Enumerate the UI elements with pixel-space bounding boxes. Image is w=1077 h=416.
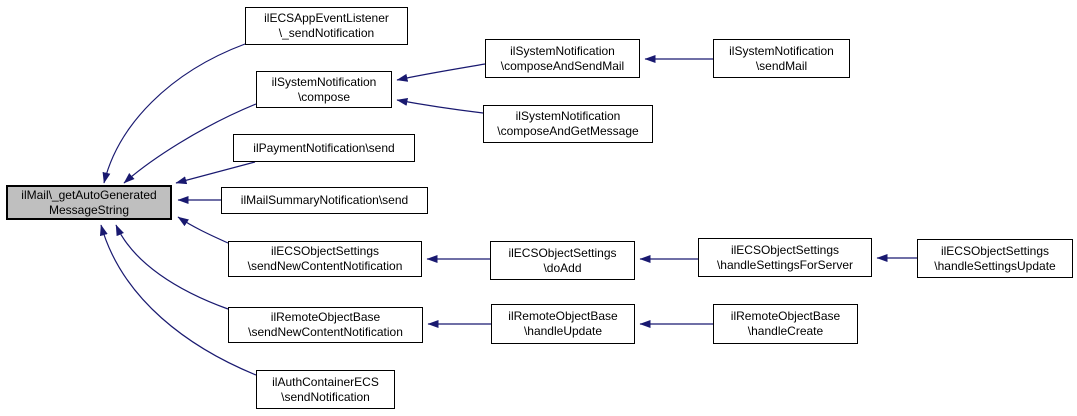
node-label: ilSystemNotification \sendMail [729, 43, 834, 73]
edge-authsendnotification-to-main [99, 224, 257, 376]
edge-remotesendnewcontent-to-main [115, 224, 229, 310]
node-label: ilECSObjectSettings \handleSettingsUpdat… [934, 243, 1056, 273]
node-ilecsobjectsettings-handlesettingsupdate[interactable]: ilECSObjectSettings \handleSettingsUpdat… [917, 239, 1073, 278]
node-ilsystemnotification-sendmail[interactable]: ilSystemNotification \sendMail [713, 39, 850, 78]
node-label: ilECSAppEventListener \_sendNotification [264, 11, 389, 40]
edge-ecsappeventlistener-to-main [102, 43, 246, 184]
node-label: ilAuthContainerECS \sendNotification [272, 374, 379, 404]
edge-compose-to-main [123, 103, 257, 184]
node-label: ilRemoteObjectBase \handleUpdate [508, 309, 618, 338]
node-label: ilECSObjectSettings \handleSettingsForSe… [716, 242, 854, 272]
edge-ecssendnewcontent-to-main [177, 216, 229, 244]
node-ilecsobjectsettings-sendnewcontentnotification[interactable]: ilECSObjectSettings \sendNewContentNotif… [228, 241, 422, 277]
node-ilsystemnotification-composeandgetmessage[interactable]: ilSystemNotification \composeAndGetMessa… [483, 105, 653, 143]
node-label: ilPaymentNotification\send [253, 140, 395, 155]
node-label: ilECSObjectSettings \sendNewContentNotif… [247, 244, 403, 273]
node-ilauthcontainerecs-sendnotification[interactable]: ilAuthContainerECS \sendNotification [256, 370, 395, 409]
node-ilecsobjectsettings-handlesettingsforserver[interactable]: ilECSObjectSettings \handleSettingsForSe… [698, 238, 872, 277]
node-ilpaymentnotification-send[interactable]: ilPaymentNotification\send [233, 134, 415, 162]
edge-composeandgetmessage-to-compose [396, 97, 484, 114]
node-ilmailsummarynotification-send[interactable]: ilMailSummaryNotification\send [221, 187, 428, 214]
node-ilecsobjectsettings-doadd[interactable]: ilECSObjectSettings \doAdd [490, 241, 635, 280]
node-ilsystemnotification-compose[interactable]: ilSystemNotification \compose [256, 71, 392, 108]
node-label: ilRemoteObjectBase \handleCreate [730, 309, 841, 338]
node-label: ilSystemNotification \compose [271, 74, 377, 104]
edge-paymentsend-to-main [175, 161, 256, 185]
node-ilsystemnotification-composeandsendmail[interactable]: ilSystemNotification \composeAndSendMail [485, 39, 640, 78]
node-label: ilRemoteObjectBase \sendNewContentNotifi… [248, 310, 403, 339]
node-ilremoteobjectbase-sendnewcontentnotification[interactable]: ilRemoteObjectBase \sendNewContentNotifi… [228, 307, 423, 343]
node-ilremoteobjectbase-handlecreate[interactable]: ilRemoteObjectBase \handleCreate [713, 304, 858, 344]
node-ilecsappeventlistener-sendnotification[interactable]: ilECSAppEventListener \_sendNotification [245, 7, 408, 45]
node-ilremoteobjectbase-handleupdate[interactable]: ilRemoteObjectBase \handleUpdate [491, 304, 635, 344]
node-ilmail-getautogeneratedmessagestring: ilMail\_getAutoGenerated MessageString [6, 185, 172, 220]
node-label: ilMail\_getAutoGenerated MessageString [21, 187, 157, 217]
node-label: ilSystemNotification \composeAndGetMessa… [497, 109, 639, 138]
edge-composeandsendmail-to-compose [396, 63, 486, 82]
node-label: ilECSObjectSettings \doAdd [508, 245, 617, 275]
node-label: ilMailSummaryNotification\send [240, 193, 409, 207]
node-label: ilSystemNotification \composeAndSendMail [500, 43, 625, 73]
